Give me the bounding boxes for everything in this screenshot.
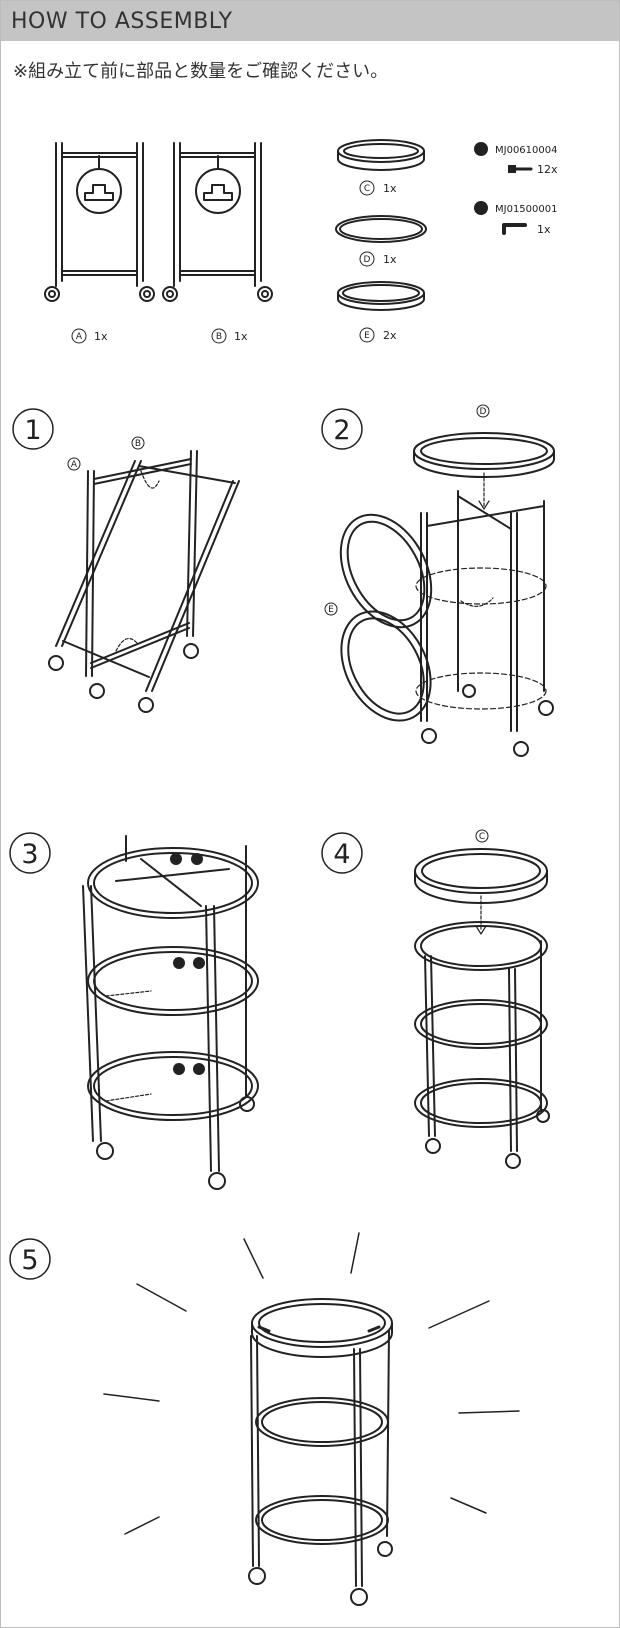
step-1-label-b: B <box>131 436 145 450</box>
svg-text:B: B <box>216 332 222 342</box>
svg-text:E: E <box>364 331 370 341</box>
page-title: HOW TO ASSEMBLY <box>11 8 233 34</box>
svg-text:4: 4 <box>333 839 350 870</box>
svg-text:a: a <box>194 854 201 865</box>
step-2-label-e: E <box>324 602 338 616</box>
hardware-a: a MJ00610004 12x <box>474 142 558 176</box>
svg-text:C: C <box>364 184 370 194</box>
step-3-label-b2: b <box>173 957 185 970</box>
svg-text:D: D <box>364 255 371 265</box>
svg-text:2: 2 <box>333 415 350 446</box>
completion-burst-lines <box>103 1232 520 1535</box>
step-5: 5 <box>9 1232 520 1606</box>
svg-text:a: a <box>196 958 203 969</box>
part-b-frame <box>162 142 273 302</box>
part-label-b: B 1x <box>211 328 248 344</box>
step-2-label-d: D <box>476 404 490 418</box>
svg-text:1x: 1x <box>537 223 551 236</box>
step-3-label-b3: b <box>173 1063 185 1076</box>
step-3-label-a1: a <box>191 853 203 866</box>
part-label-d: D 1x <box>359 251 397 267</box>
svg-text:5: 5 <box>21 1245 38 1276</box>
step-2: 2 D E <box>321 404 555 757</box>
part-label-a: A 1x <box>71 328 108 344</box>
svg-text:C: C <box>479 832 485 842</box>
svg-text:a: a <box>196 1064 203 1075</box>
svg-text:1: 1 <box>24 415 41 446</box>
screw-icon <box>508 165 533 173</box>
part-d-ring <box>335 215 427 243</box>
svg-text:3: 3 <box>21 839 38 870</box>
hex-key-icon <box>502 223 527 235</box>
svg-text:1x: 1x <box>383 182 397 195</box>
part-e-ring <box>337 281 425 311</box>
part-a-frame <box>44 142 155 302</box>
svg-text:MJ01500001: MJ01500001 <box>495 204 557 215</box>
part-label-c: C 1x <box>359 180 397 196</box>
step-4-label-c: C <box>475 829 489 843</box>
part-c-tray <box>337 139 425 171</box>
svg-text:2x: 2x <box>383 329 397 342</box>
step-4: 4 C <box>321 829 550 1169</box>
svg-text:1x: 1x <box>383 253 397 266</box>
step-3-label-a2: a <box>193 957 205 970</box>
step-3: 3 b a b a <box>9 832 259 1190</box>
header-bar: HOW TO ASSEMBLY <box>1 1 619 41</box>
svg-text:b: b <box>175 958 182 969</box>
svg-text:12x: 12x <box>537 163 558 176</box>
svg-text:A: A <box>71 460 78 470</box>
step-3-label-b1: b <box>170 853 182 866</box>
svg-text:B: B <box>135 439 141 449</box>
svg-text:b: b <box>175 1064 182 1075</box>
svg-text:A: A <box>76 332 83 342</box>
part-label-e: E 2x <box>359 327 397 343</box>
step-1-label-a: A <box>67 457 81 471</box>
svg-text:D: D <box>480 407 487 417</box>
svg-text:E: E <box>328 605 334 615</box>
svg-text:a: a <box>478 145 485 156</box>
svg-text:1x: 1x <box>94 330 108 343</box>
parts-check-notice: ※組み立て前に部品と数量をご確認ください。 <box>13 61 389 82</box>
step-1: 1 A B <box>12 408 240 713</box>
svg-text:1x: 1x <box>234 330 248 343</box>
svg-text:b: b <box>172 854 179 865</box>
hardware-b: b MJ01500001 1x <box>474 201 557 236</box>
step-3-label-a3: a <box>193 1063 205 1076</box>
svg-text:MJ00610004: MJ00610004 <box>495 145 557 156</box>
svg-text:b: b <box>477 204 484 215</box>
